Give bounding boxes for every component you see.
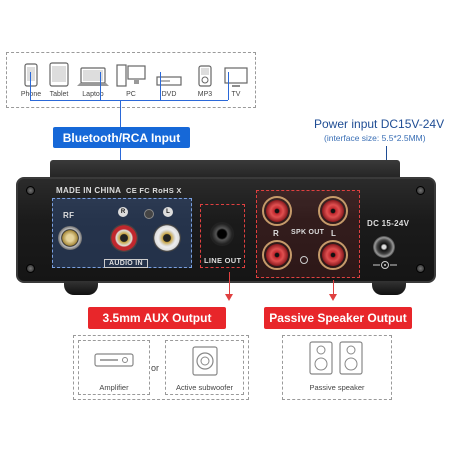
rca-input-right[interactable] [110, 224, 138, 252]
spk-out-label: SPK OUT [291, 229, 325, 236]
device-tablet: Tablet [39, 61, 79, 98]
laptop-icon [77, 67, 109, 86]
mp3-icon [198, 65, 212, 87]
subwoofer-box [165, 340, 244, 395]
tv-icon [224, 67, 248, 87]
subwoofer-caption: Active subwoofer [175, 383, 234, 392]
passive-speaker-icon [309, 341, 363, 375]
power-interface-size: (interface size: 5.5*2.5MM) [324, 133, 426, 143]
connector-line [120, 100, 121, 127]
amplifier-box [78, 340, 150, 395]
dc-polarity-icon [373, 261, 397, 269]
amplifier-icon [94, 353, 134, 367]
r-mark: R [118, 207, 128, 217]
speaker-terminal-l-negative[interactable] [322, 244, 344, 266]
passive-speaker-caption: Passive speaker [309, 383, 365, 392]
pc-icon [116, 64, 146, 87]
device-phone: Phone [11, 61, 51, 98]
amp-foot [64, 281, 98, 295]
screw-icon [416, 264, 425, 273]
spk-r-label: R [273, 229, 280, 238]
power-input-title: Power input DC15V-24V [314, 117, 445, 131]
device-pc: PC [111, 61, 151, 98]
audio-in-label: AUDIO IN [104, 259, 148, 268]
line-out-highlight [200, 204, 245, 268]
speaker-terminal-r-negative[interactable] [266, 244, 288, 266]
line-out-label: LINE OUT [204, 256, 242, 265]
screw-icon [26, 264, 35, 273]
terminal-ring [262, 196, 292, 226]
aux-output-label: 3.5mm AUX Output [88, 307, 226, 329]
passive-speaker-box [282, 335, 392, 400]
connector-line [160, 72, 161, 100]
connector-line [30, 100, 228, 101]
source-devices-box: Phone Tablet Laptop PC DVD MP3 TV [6, 52, 256, 108]
dc-voltage-label: DC 15-24V [367, 219, 410, 228]
screw-icon [26, 186, 35, 195]
pairing-button[interactable] [144, 209, 154, 219]
terminal-ring [318, 240, 348, 270]
connector-line [100, 72, 101, 100]
spk-l-label: L [331, 229, 337, 238]
speaker-output-label: Passive Speaker Output [264, 307, 412, 329]
connector-line [30, 72, 31, 100]
line-out-jack[interactable] [210, 222, 234, 246]
rf-antenna-jack[interactable] [58, 226, 82, 250]
rf-label: RF [63, 211, 75, 220]
down-arrow-icon [329, 294, 337, 301]
speaker-terminal-r-positive[interactable] [266, 200, 288, 222]
made-in-china-text: MADE IN CHINA [56, 186, 122, 195]
subwoofer-icon [192, 346, 218, 376]
device-dvd: DVD [149, 61, 189, 98]
screw-icon [416, 186, 425, 195]
dvd-icon [156, 76, 182, 86]
aux-devices-box [73, 335, 249, 400]
terminal-ring [318, 196, 348, 226]
aux-arrow-line [229, 272, 230, 294]
certification-marks: CE FC RoHS X [126, 186, 182, 195]
minus-mark [300, 256, 308, 264]
device-tv: TV [216, 61, 256, 98]
speaker-terminal-l-positive[interactable] [322, 200, 344, 222]
or-text: or [151, 363, 160, 373]
amplifier-caption: Amplifier [99, 383, 129, 392]
device-mp3: MP3 [185, 61, 225, 98]
speaker-arrow-line [333, 280, 334, 294]
dc-power-jack[interactable] [373, 236, 395, 258]
terminal-ring [262, 240, 292, 270]
connector-line [228, 72, 229, 100]
l-mark: L [163, 207, 173, 217]
amplifier-top [50, 160, 400, 180]
bluetooth-rca-input-label: Bluetooth/RCA Input [53, 127, 190, 148]
amp-foot [372, 281, 406, 295]
device-laptop: Laptop [71, 61, 115, 98]
tablet-icon [49, 62, 69, 87]
phone-icon [24, 63, 38, 87]
rca-input-left[interactable] [153, 224, 181, 252]
down-arrow-icon [225, 294, 233, 301]
